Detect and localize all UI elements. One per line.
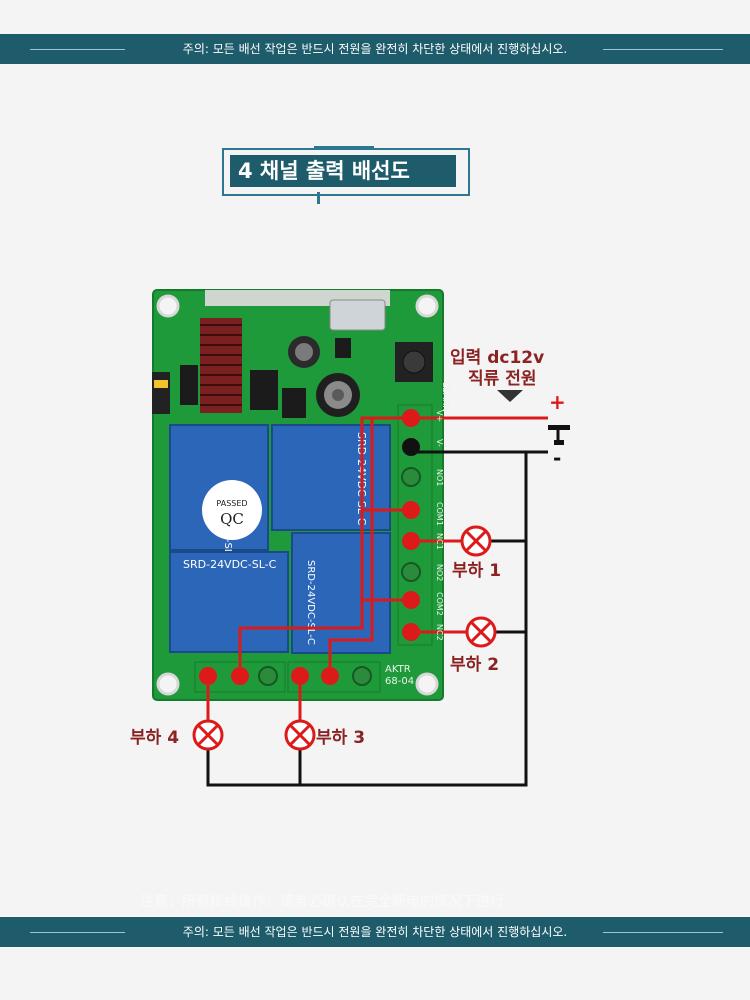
qc-sticker: [202, 480, 262, 540]
banner-rule-right: [603, 49, 723, 50]
power-label-line2: 직류 전원: [468, 369, 537, 389]
load-2-label: 부하 2: [450, 655, 500, 675]
terminal-no4: [199, 667, 217, 685]
terminal-label-5: NO2: [435, 564, 444, 581]
banner-rule-left: [30, 49, 125, 50]
screw-terminal-nc1: [401, 467, 421, 487]
ic-chip-2: [250, 370, 278, 410]
transistor: [335, 338, 351, 358]
terminal-label-3: COM1: [435, 502, 444, 526]
crystal-oscillator: [329, 299, 386, 331]
qc-sticker-qc: QC: [220, 510, 244, 528]
relay-3-model: SRD-24VDC-SL-C: [183, 558, 277, 571]
terminal-label-2: NO1: [435, 469, 444, 486]
power-minus-sign: -: [553, 446, 562, 470]
bottom-warning-text: 주의: 모든 배선 작업은 반드시 전원을 완전히 차단한 상태에서 진행하십시…: [182, 925, 568, 939]
terminal-label-0: V+: [435, 410, 444, 422]
mount-hole-bl: [156, 672, 180, 696]
relay-3: SRD-24VDC-SL-C: [169, 551, 289, 653]
antenna-coil-windings: [200, 324, 242, 406]
terminal-no2: [402, 623, 420, 641]
power-arrow-icon: [497, 390, 523, 402]
mount-hole-tl: [156, 294, 180, 318]
load-4-symbol: [192, 719, 224, 751]
board-model-line1: AKTR: [385, 664, 411, 675]
bottom-banner-rule-left: [30, 932, 125, 933]
top-warning-banner: 주의: 모든 배선 작업은 반드시 전원을 완전히 차단한 상태에서 진행하십시…: [0, 34, 750, 64]
terminal-label-7: NC2: [435, 624, 444, 641]
terminal-no1: [402, 532, 420, 550]
learn-button: [402, 350, 426, 374]
relay-4: SRD-24VDC-SL-C: [291, 532, 391, 654]
terminal-com4: [231, 667, 249, 685]
ic-chip-1: [180, 365, 198, 405]
power-minus-plate: [554, 440, 564, 445]
screw-terminal-nc3: [352, 666, 372, 686]
title-accent-top: [314, 146, 374, 150]
top-warning-text: 주의: 모든 배선 작업은 반드시 전원을 완전히 차단한 상태에서 진행하십시…: [182, 42, 568, 56]
load-2-symbol: [465, 616, 497, 648]
load-3-symbol: [284, 719, 316, 751]
relay-2: SRD-24VDC-SL-C: [271, 424, 391, 531]
power-plus-sign: +: [549, 390, 566, 414]
load-4-label: 부하 4: [130, 728, 180, 748]
board-model-line2: 68-04: [385, 676, 414, 687]
diagram-title-frame: 4 채널 출력 배선도: [222, 146, 472, 204]
power-plus-plate: [548, 425, 570, 430]
load-3-label: 부하 3: [316, 728, 366, 748]
bottom-banner-rule-right: [603, 932, 723, 933]
terminal-com3: [321, 667, 339, 685]
mount-hole-tr: [415, 294, 439, 318]
bottom-warning-banner: 주의: 모든 배선 작업은 반드시 전원을 완전히 차단한 상태에서 진행하십시…: [0, 917, 750, 947]
terminal-com1: [402, 501, 420, 519]
ic-chip-3: [282, 388, 306, 418]
mount-hole-br: [415, 672, 439, 696]
terminal-label-6: COM2: [435, 592, 444, 616]
terminal-v-minus: [402, 438, 420, 456]
power-label-line1: 입력 dc12v: [450, 348, 545, 368]
screw-terminal-nc2: [401, 562, 421, 582]
diagram-title: 4 채널 출력 배선도: [230, 155, 456, 187]
jumper-cap: [154, 380, 168, 388]
learn-label: LEARN: [440, 382, 450, 412]
watermark-text: 注意：所有接线操作，请务必确认在完全断电的情况下进行: [140, 894, 504, 910]
jumper-header: [152, 372, 170, 414]
title-accent-bottom: [317, 192, 320, 204]
load-1-symbol: [460, 525, 492, 557]
load-1-label: 부하 1: [452, 561, 502, 581]
terminal-no3: [291, 667, 309, 685]
terminal-v-plus: [402, 409, 420, 427]
red-terminal-dots: [199, 409, 420, 685]
terminal-label-4: NC1: [435, 533, 444, 550]
terminal-label-1: V-: [435, 439, 444, 447]
screw-terminal-nc4: [258, 666, 278, 686]
qc-sticker-passed: PASSED: [216, 499, 247, 508]
terminal-com2: [402, 591, 420, 609]
relay-4-model: SRD-24VDC-SL-C: [305, 560, 316, 645]
